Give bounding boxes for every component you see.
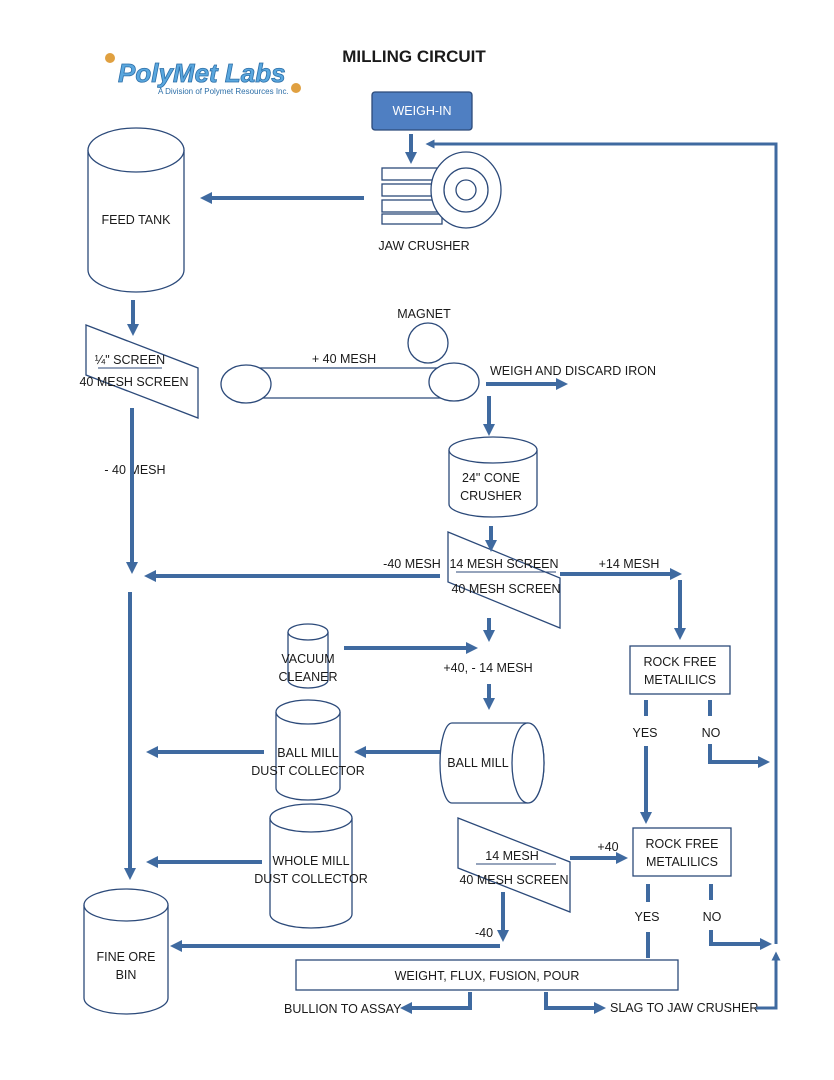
whole-mill-dust-collector-shape: [269, 803, 353, 929]
logo-tagline: A Division of Polymet Resources Inc.: [158, 87, 289, 96]
rock-free-metallics-1-box: [629, 645, 731, 695]
rock-free-2-label-top: ROCK FREE: [646, 837, 719, 851]
ball-mill-dust-label-top: BALL MILL: [277, 746, 338, 760]
conveyor-shape: [220, 362, 480, 404]
screen-2-shape: [447, 531, 561, 629]
screen-1-shape: [85, 324, 199, 419]
vacuum-cleaner-shape: [287, 623, 329, 689]
vacuum-cleaner-label-top: VACUUM: [281, 652, 334, 666]
slag-to-jaw-crusher-label: SLAG TO JAW CRUSHER: [610, 1001, 758, 1015]
logo-dot-icon: [291, 83, 301, 93]
no-2-label: NO: [703, 910, 722, 924]
flow-arrows: [124, 134, 781, 1014]
screen-1-label-bottom: 40 MESH SCREEN: [79, 375, 188, 389]
weigh-discard-iron-label: WEIGH AND DISCARD IRON: [490, 364, 656, 378]
yes-1-label: YES: [632, 726, 657, 740]
rock-free-1-label-bottom: METALILICS: [644, 673, 716, 687]
weigh-in-label: WEIGH-IN: [392, 104, 451, 118]
arrow-slag-return: [756, 951, 781, 1010]
plus-14-mesh-label: +14 MESH: [599, 557, 660, 571]
plus-40-mesh-label: + 40 MESH: [312, 352, 376, 366]
screen-3-label-bottom: 40 MESH SCREEN: [459, 873, 568, 887]
ball-mill-dust-label-bottom: DUST COLLECTOR: [251, 764, 364, 778]
cone-crusher-label-bottom: CRUSHER: [460, 489, 522, 503]
screen-2-label-bottom: 40 MESH SCREEN: [451, 582, 560, 596]
fine-ore-bin-shape: [83, 888, 169, 1015]
magnet-label: MAGNET: [397, 307, 451, 321]
whole-mill-dust-label-bottom: DUST COLLECTOR: [254, 872, 367, 886]
weigh-in-box: [371, 91, 473, 131]
feed-tank-shape: [87, 127, 185, 293]
arrow-no-1-right: [708, 744, 770, 768]
page-title: MILLING CIRCUIT: [342, 47, 486, 66]
rock-free-2-label-bottom: METALILICS: [646, 855, 718, 869]
ball-mill-shape: [439, 722, 545, 804]
minus-40-label: -40: [475, 926, 493, 940]
feed-tank-label: FEED TANK: [102, 213, 172, 227]
arrow-right-return: [425, 139, 778, 944]
fusion-box: [295, 959, 679, 991]
screen-2-label-top: 14 MESH SCREEN: [449, 557, 558, 571]
cone-crusher-label-top: 24" CONE: [462, 471, 520, 485]
logo-dot-icon: [105, 53, 115, 63]
screen-3-shape: [457, 817, 571, 913]
screen-1-label-top: ¼" SCREEN: [95, 353, 165, 367]
jaw-crusher-shape: [381, 151, 502, 229]
bullion-to-assay-label: BULLION TO ASSAY: [284, 1002, 402, 1016]
minus-40-mesh-left-label: - 40 MESH: [104, 463, 165, 477]
no-1-label: NO: [702, 726, 721, 740]
rock-free-1-label-top: ROCK FREE: [644, 655, 717, 669]
rock-free-metallics-2-box: [632, 827, 732, 877]
screen-3-label-top: 14 MESH: [485, 849, 539, 863]
plus-40-label: +40: [597, 840, 618, 854]
logo-name: PolyMet Labs: [118, 58, 286, 88]
polymet-logo: PolyMet Labs A Division of Polymet Resou…: [105, 53, 301, 96]
arrow-no-2-right: [709, 930, 772, 950]
ball-mill-label: BALL MILL: [447, 756, 508, 770]
whole-mill-dust-label-top: WHOLE MILL: [272, 854, 349, 868]
jaw-crusher-label: JAW CRUSHER: [378, 239, 469, 253]
vacuum-cleaner-label-bottom: CLEANER: [278, 670, 337, 684]
fine-ore-bin-label-bottom: BIN: [116, 968, 137, 982]
plus-40-minus-14-mesh-label: +40, - 14 MESH: [443, 661, 532, 675]
cone-crusher-shape: [448, 436, 538, 518]
fine-ore-bin-label-top: FINE ORE: [96, 950, 155, 964]
arrow-slag: [544, 992, 606, 1014]
arrow-bullion: [400, 992, 472, 1014]
yes-2-label: YES: [634, 910, 659, 924]
minus-40-mesh-mid-label: -40 MESH: [383, 557, 441, 571]
fusion-label: WEIGHT, FLUX, FUSION, POUR: [395, 969, 580, 983]
magnet-shape: [407, 322, 449, 364]
ball-mill-dust-collector-shape: [275, 699, 341, 801]
